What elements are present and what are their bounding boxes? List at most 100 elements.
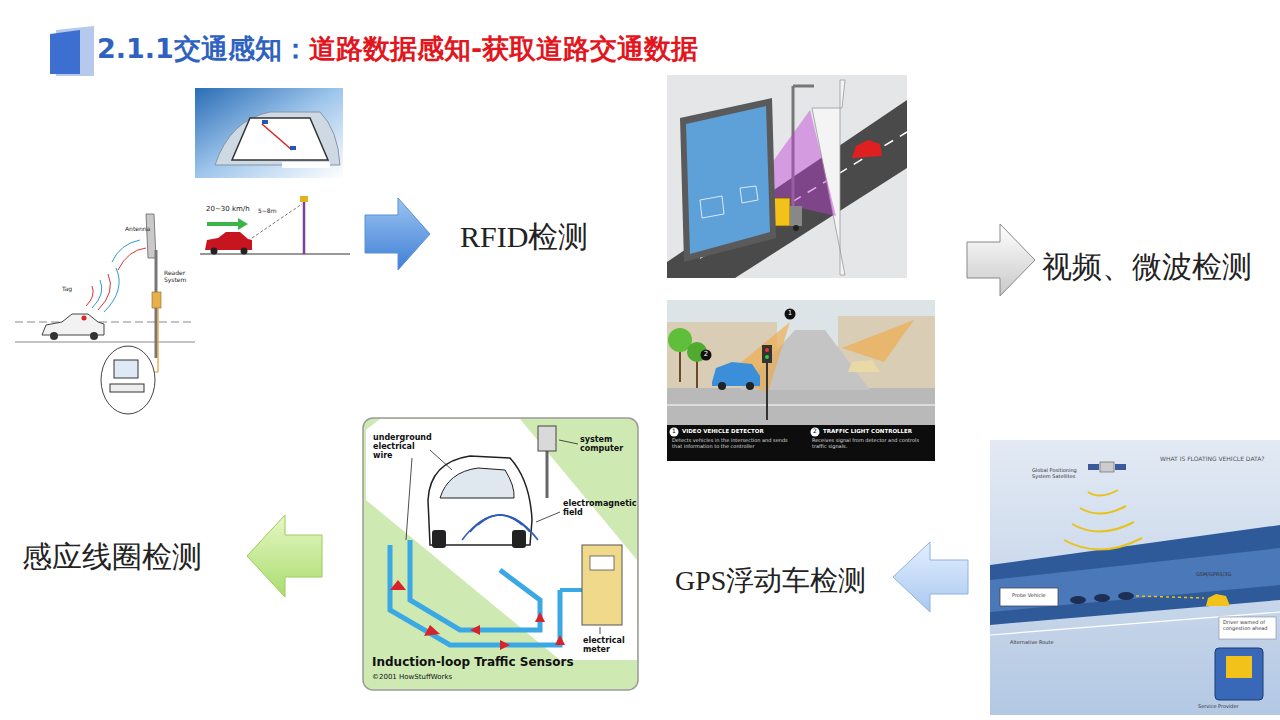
callout-number: 1 — [785, 310, 795, 318]
copyright-note: ©2001 HowStuffWorks — [372, 674, 452, 682]
speed-distance-figure — [200, 196, 350, 255]
method-label: 视频、微波检测 — [1042, 250, 1252, 283]
floating-vehicle-scene-shape — [990, 440, 1280, 715]
intersection-scene-shape — [667, 300, 935, 425]
video-microwave-scene — [667, 75, 907, 278]
speed-label: 20~30 km/h — [206, 206, 250, 214]
callout-number: 2 — [701, 351, 711, 359]
induction-loop-scene-shape — [410, 540, 540, 630]
video-microwave-scene-shape — [793, 85, 814, 88]
intersection-scene-shape — [718, 382, 726, 390]
part-label: Reader System — [164, 270, 194, 283]
callout-number: 2 — [810, 428, 820, 435]
video-microwave-scene-shape — [700, 186, 758, 218]
windshield-picture-shape — [290, 146, 296, 150]
video-microwave-scene-shape — [680, 98, 776, 262]
induction-loop-scene-shape — [600, 627, 601, 634]
part-label: Global Positioning System Satellites — [1032, 468, 1088, 479]
caption-note: Detects vehicles in the intersection and… — [672, 438, 797, 449]
rfid-scene-shape — [114, 360, 138, 378]
floating-vehicle-scene-shape — [1206, 594, 1230, 606]
speed-distance-figure-shape — [211, 248, 218, 255]
speed-distance-figure-shape — [241, 248, 248, 255]
floating-vehicle-scene-shape — [990, 525, 1280, 625]
method-label: GPS浮动车检测 — [675, 566, 866, 597]
windshield-picture — [195, 88, 343, 178]
part-label: electromagnetic field — [563, 500, 629, 518]
induction-loop-scene-shape — [559, 440, 578, 444]
rfid-scene-shape — [152, 292, 161, 308]
rfid-scene-shape — [118, 248, 146, 270]
induction-loop-scene-shape — [406, 458, 412, 540]
intersection-scene-shape — [842, 320, 914, 362]
floating-vehicle-scene-shape — [1094, 594, 1110, 602]
speed-distance-figure-shape — [200, 254, 350, 255]
video-microwave-scene-shape — [686, 106, 770, 254]
caption-heading: VIDEO VEHICLE DETECTOR — [682, 428, 764, 434]
windshield-picture-shape — [232, 118, 328, 160]
induction-loop-scene-shape — [424, 625, 440, 636]
induction-loop-scene-shape — [512, 530, 526, 548]
part-label: system computer — [580, 436, 624, 454]
induction-loop-scene-shape — [390, 580, 406, 590]
caption-note: Receives signal from detector and contro… — [812, 438, 930, 449]
part-label: GSM/GPRS/3G — [1196, 572, 1231, 578]
intersection-scene-shape — [766, 360, 768, 420]
induction-loop-scene-shape — [432, 530, 446, 548]
figure-heading: WHAT IS FLOATING VEHICLE DATA? — [1160, 456, 1265, 463]
intersection-scene-shape — [667, 405, 935, 406]
intersection-scene-shape — [765, 355, 769, 359]
induction-loop-scene-shape — [536, 512, 560, 522]
windshield-picture-shape — [262, 124, 292, 150]
block-arrow-right — [365, 198, 430, 270]
induction-loop-scene-shape — [538, 426, 556, 451]
floating-vehicle-scene-shape — [1072, 522, 1134, 532]
induction-loop-scene-shape — [462, 515, 538, 540]
floating-vehicle-scene-shape — [1118, 592, 1134, 600]
induction-loop-scene-shape — [535, 612, 545, 622]
figure-caption: Induction-loop Traffic Sensors — [372, 656, 574, 669]
induction-loop-scene-shape — [430, 450, 452, 470]
intersection-scene-shape — [696, 360, 698, 388]
intersection-scene-shape — [848, 360, 880, 372]
rfid-scene-shape — [110, 384, 144, 392]
speed-distance-figure-shape — [205, 232, 252, 250]
floating-vehicle-scene-shape — [1064, 538, 1142, 550]
callout-number: 1 — [669, 428, 679, 435]
rfid-scene-shape — [86, 286, 93, 306]
intersection-scene-shape — [670, 428, 679, 437]
floating-vehicle-scene-shape — [990, 548, 1280, 612]
windshield-picture-shape — [215, 112, 340, 165]
title-accent — [50, 26, 94, 76]
floating-vehicle-scene-shape — [1088, 490, 1118, 496]
speed-distance-figure-shape — [207, 218, 248, 230]
intersection-scene — [667, 300, 935, 461]
intersection-scene-shape — [785, 309, 796, 320]
rfid-scene-shape — [104, 268, 119, 312]
intersection-scene-shape — [712, 362, 760, 386]
intersection-scene-shape — [667, 388, 935, 425]
induction-loop-scene-shape — [500, 640, 510, 650]
intersection-scene-shape — [667, 425, 935, 461]
rfid-scene-shape — [98, 274, 110, 310]
block-arrow-left — [893, 542, 968, 612]
video-microwave-scene-shape — [790, 206, 802, 226]
method-label: 感应线圈检测 — [22, 540, 202, 573]
caption-heading: TRAFFIC LIGHT CONTROLLER — [823, 428, 912, 434]
floating-vehicle-scene-shape — [1000, 588, 1058, 606]
induction-loop-scene-shape — [555, 635, 565, 645]
part-label: Probe Vehicle — [1012, 593, 1046, 599]
induction-loop-scene-shape — [366, 419, 637, 660]
intersection-scene-shape — [765, 348, 769, 352]
rfid-scene-shape — [92, 280, 102, 308]
speed-distance-figure-shape — [303, 200, 306, 254]
windshield-picture-shape — [262, 120, 268, 124]
rfid-scene-shape — [15, 342, 195, 343]
intersection-scene-shape — [746, 382, 754, 390]
title-accent-shape — [50, 30, 80, 74]
video-microwave-scene-shape — [793, 225, 799, 231]
floating-vehicle-scene-shape — [1226, 656, 1252, 678]
part-label: Tag — [62, 286, 72, 293]
part-label: Alternative Route — [1010, 640, 1054, 646]
